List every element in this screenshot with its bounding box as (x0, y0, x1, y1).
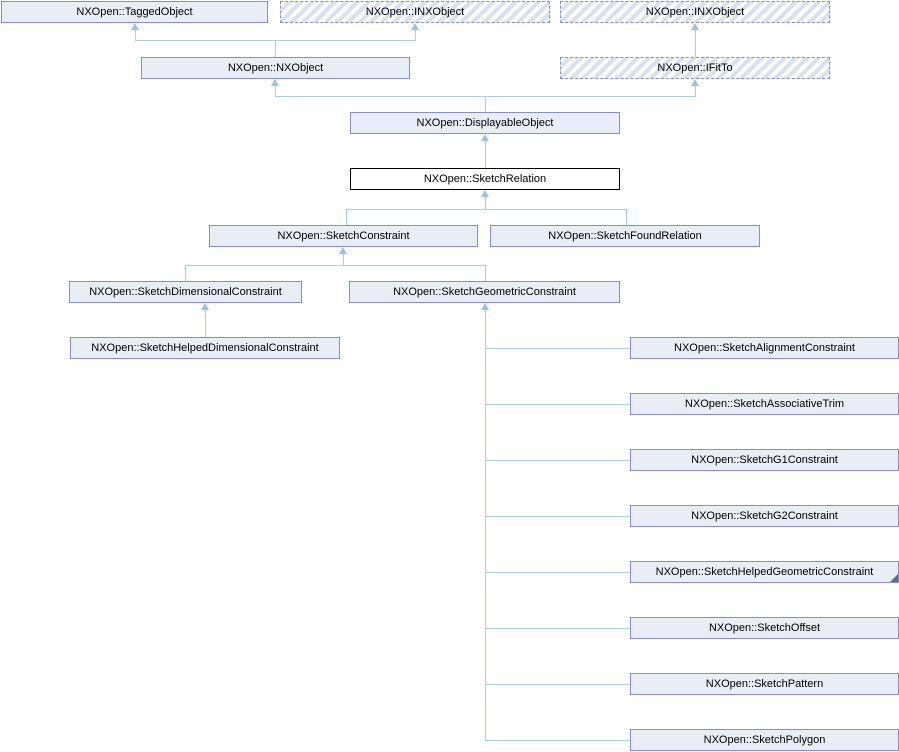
class-node-sketchg2constraint[interactable]: NXOpen::SketchG2Constraint (630, 505, 899, 527)
class-node-sketchfoundrelation[interactable]: NXOpen::SketchFoundRelation (490, 225, 760, 247)
class-node-inxobject-1[interactable]: NXOpen::INXObject (280, 1, 550, 23)
edge-segment (485, 628, 630, 629)
edge-segment (135, 28, 136, 40)
class-node-sketchoffset[interactable]: NXOpen::SketchOffset (630, 617, 899, 639)
class-node-nxobject[interactable]: NXOpen::NXObject (141, 57, 410, 79)
arrow-up-icon (411, 23, 419, 30)
class-node-label: NXOpen::SketchRelation (423, 173, 547, 185)
class-node-label: NXOpen::SketchOffset (708, 622, 821, 634)
class-node-sketchgeometricconstraint[interactable]: NXOpen::SketchGeometricConstraint (349, 281, 620, 303)
class-node-sketchhelpeddimensionalconstraint[interactable]: NXOpen::SketchHelpedDimensionalConstrain… (70, 337, 340, 359)
edge-segment (205, 308, 206, 337)
class-node-label: NXOpen::IFitTo (657, 62, 733, 74)
edge-segment (485, 265, 486, 281)
edge-segment (485, 572, 630, 573)
edge-segment (695, 84, 696, 96)
edge-segment (346, 209, 627, 210)
edge-segment (485, 308, 486, 740)
class-node-taggedobject[interactable]: NXOpen::TaggedObject (1, 1, 268, 23)
class-node-ifitto[interactable]: NXOpen::IFitTo (560, 57, 830, 79)
arrow-up-icon (339, 247, 347, 254)
hidden-subclasses-corner-icon (890, 574, 898, 582)
class-node-displayableobject[interactable]: NXOpen::DisplayableObject (350, 112, 620, 134)
class-node-sketchpolygon[interactable]: NXOpen::SketchPolygon (630, 729, 899, 751)
edge-segment (185, 265, 486, 266)
class-node-label: NXOpen::SketchConstraint (277, 230, 410, 242)
class-node-sketchassociativetrim[interactable]: NXOpen::SketchAssociativeTrim (630, 393, 899, 415)
class-node-label: NXOpen::INXObject (365, 6, 465, 18)
class-node-label: NXOpen::DisplayableObject (416, 117, 554, 129)
class-node-sketchdimensionalconstraint[interactable]: NXOpen::SketchDimensionalConstraint (69, 281, 302, 303)
edge-segment (485, 460, 630, 461)
class-node-label: NXOpen::TaggedObject (76, 6, 193, 18)
arrow-up-icon (481, 190, 489, 197)
edge-segment (626, 209, 627, 225)
class-node-label: NXOpen::SketchPolygon (703, 734, 826, 746)
class-node-label: NXOpen::SketchAlignmentConstraint (674, 342, 855, 354)
class-node-sketchrelation-current: NXOpen::SketchRelation (350, 168, 620, 190)
edge-segment (415, 28, 416, 40)
class-node-sketchg1constraint[interactable]: NXOpen::SketchG1Constraint (630, 449, 899, 471)
arrow-up-icon (271, 79, 279, 86)
edge-segment (185, 265, 186, 281)
class-node-label: NXOpen::INXObject (645, 6, 745, 18)
edge-segment (485, 195, 486, 209)
arrow-up-icon (481, 303, 489, 310)
class-node-sketchconstraint[interactable]: NXOpen::SketchConstraint (209, 225, 478, 247)
class-node-sketchalignmentconstraint[interactable]: NXOpen::SketchAlignmentConstraint (630, 337, 899, 359)
class-node-label: NXOpen::SketchGeometricConstraint (393, 286, 576, 298)
edge-segment (485, 404, 630, 405)
class-node-label: NXOpen::SketchPattern (705, 678, 824, 690)
edge-segment (485, 740, 630, 741)
edge-segment (485, 348, 630, 349)
class-node-label: NXOpen::SketchG1Constraint (691, 454, 838, 466)
arrow-up-icon (691, 23, 699, 30)
class-node-label: NXOpen::SketchDimensionalConstraint (89, 286, 282, 298)
class-node-inxobject-2[interactable]: NXOpen::INXObject (560, 1, 830, 23)
arrow-up-icon (481, 134, 489, 141)
class-node-sketchhelpedgeometricconstraint[interactable]: NXOpen::SketchHelpedGeometricConstraint (630, 561, 899, 583)
edge-segment (346, 209, 347, 225)
class-node-label: NXOpen::SketchFoundRelation (548, 230, 702, 242)
arrow-up-icon (201, 303, 209, 310)
class-node-label: NXOpen::SketchHelpedDimensionalConstrain… (91, 342, 319, 354)
arrow-up-icon (131, 23, 139, 30)
edge-segment (275, 84, 276, 96)
arrow-up-icon (691, 79, 699, 86)
edge-segment (485, 139, 486, 168)
edge-segment (695, 28, 696, 57)
class-node-label: NXOpen::SketchG2Constraint (691, 510, 838, 522)
class-node-label: NXOpen::NXObject (227, 62, 324, 74)
edge-segment (485, 96, 486, 112)
class-node-label: NXOpen::SketchAssociativeTrim (684, 398, 845, 410)
class-node-label: NXOpen::SketchHelpedGeometricConstraint (655, 566, 874, 578)
edge-segment (275, 40, 276, 57)
edge-segment (485, 684, 630, 685)
class-node-sketchpattern[interactable]: NXOpen::SketchPattern (630, 673, 899, 695)
edge-segment (343, 252, 344, 265)
edge-segment (485, 516, 630, 517)
